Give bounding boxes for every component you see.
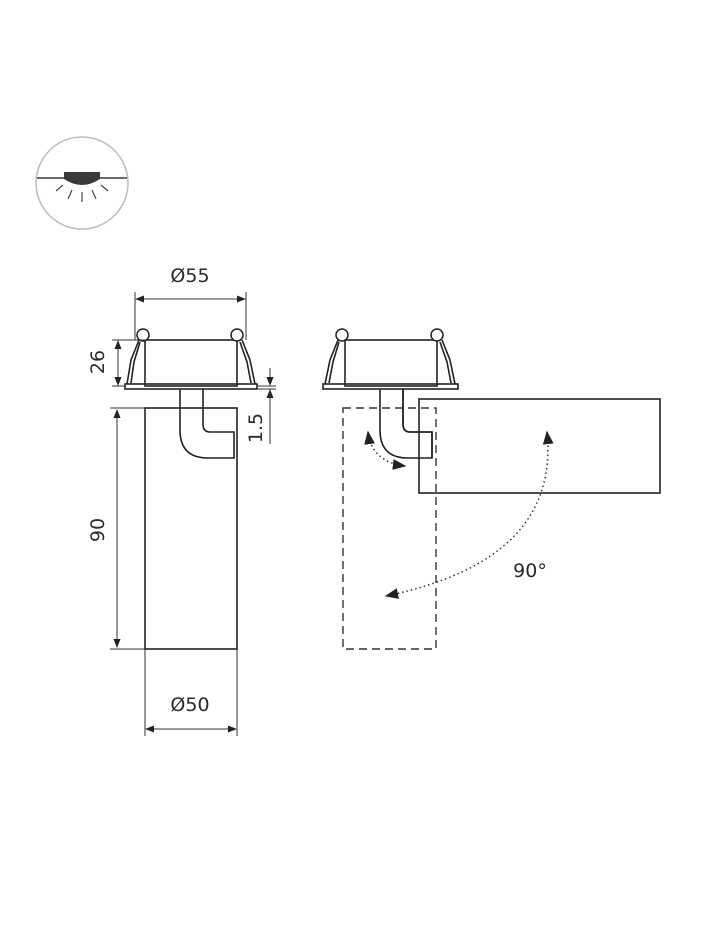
dim-body-height: 90 (87, 518, 109, 542)
dim-rotation-angle: 90° (513, 560, 547, 582)
left-view: Ø55 26 1.5 90 (87, 265, 276, 736)
recessed-ceiling-light-icon (35, 136, 129, 230)
dim-gap: 1.5 (245, 413, 267, 443)
dim-bottom-diameter: Ø50 (170, 694, 209, 716)
right-view: 90° (322, 328, 661, 650)
dim-top-diameter: Ø55 (170, 265, 209, 287)
dim-head-height: 26 (87, 350, 109, 374)
